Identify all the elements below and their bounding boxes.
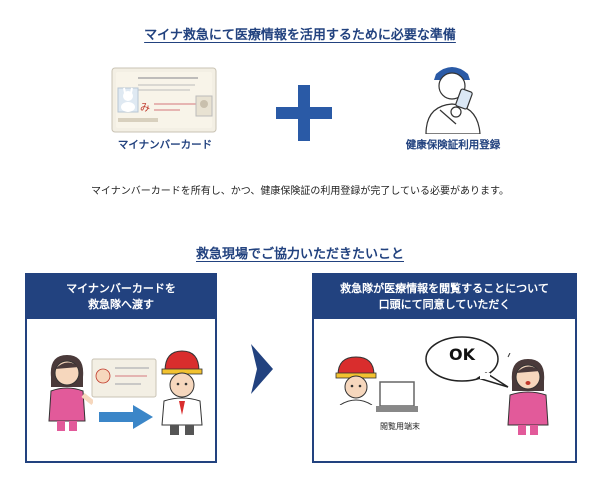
page-title: マイナ救急にて医療情報を活用するために必要な準備: [144, 28, 456, 43]
requirement-note: マイナンバーカードを所有し、かつ、健康保険証の利用登録が完了している必要がありま…: [90, 186, 510, 197]
step1-line1: マイナンバーカードを: [66, 282, 176, 295]
step2-panel: 救急隊が医療情報を閲覧することについて 口頭にて同意していただく 閲覧用端末 O…: [312, 273, 577, 463]
my-number-card-illustration: み: [110, 66, 220, 136]
cooperation-title: 救急現場でご協力いただきたいこと: [195, 247, 404, 262]
step2-line2: 口頭にて同意していただく: [378, 298, 511, 311]
insurance-registration-label: 健康保険証利用登録: [405, 139, 501, 151]
paramedic-figure-icon-2: [334, 355, 378, 406]
card-name-stamp: み: [140, 103, 150, 114]
consenting-woman-icon: [502, 352, 554, 435]
laptop-icon: [374, 381, 420, 415]
step1-header: マイナンバーカードを 救急隊へ渡す: [27, 275, 215, 319]
step1-panel: マイナンバーカードを 救急隊へ渡す: [25, 273, 217, 463]
ok-speech-bubble: OK: [424, 333, 510, 389]
terminal-label: 閲覧用端末: [380, 422, 420, 431]
woman-figure-icon: [43, 351, 95, 433]
step1-line2: 救急隊へ渡す: [88, 298, 154, 311]
my-number-card-label: マイナンバーカード: [117, 139, 213, 151]
next-step-chevron-icon: [251, 344, 273, 394]
step2-header: 救急隊が医療情報を閲覧することについて 口頭にて同意していただく: [314, 275, 575, 319]
step2-line1: 救急隊が医療情報を閲覧することについて: [340, 282, 549, 295]
handover-arrow-icon: [99, 405, 153, 429]
paramedic-figure-icon: [157, 349, 207, 435]
plus-icon: [276, 85, 332, 141]
handed-card-icon: [91, 358, 157, 398]
ok-text: OK: [449, 345, 475, 364]
person-with-smartphone-icon: [418, 62, 488, 135]
